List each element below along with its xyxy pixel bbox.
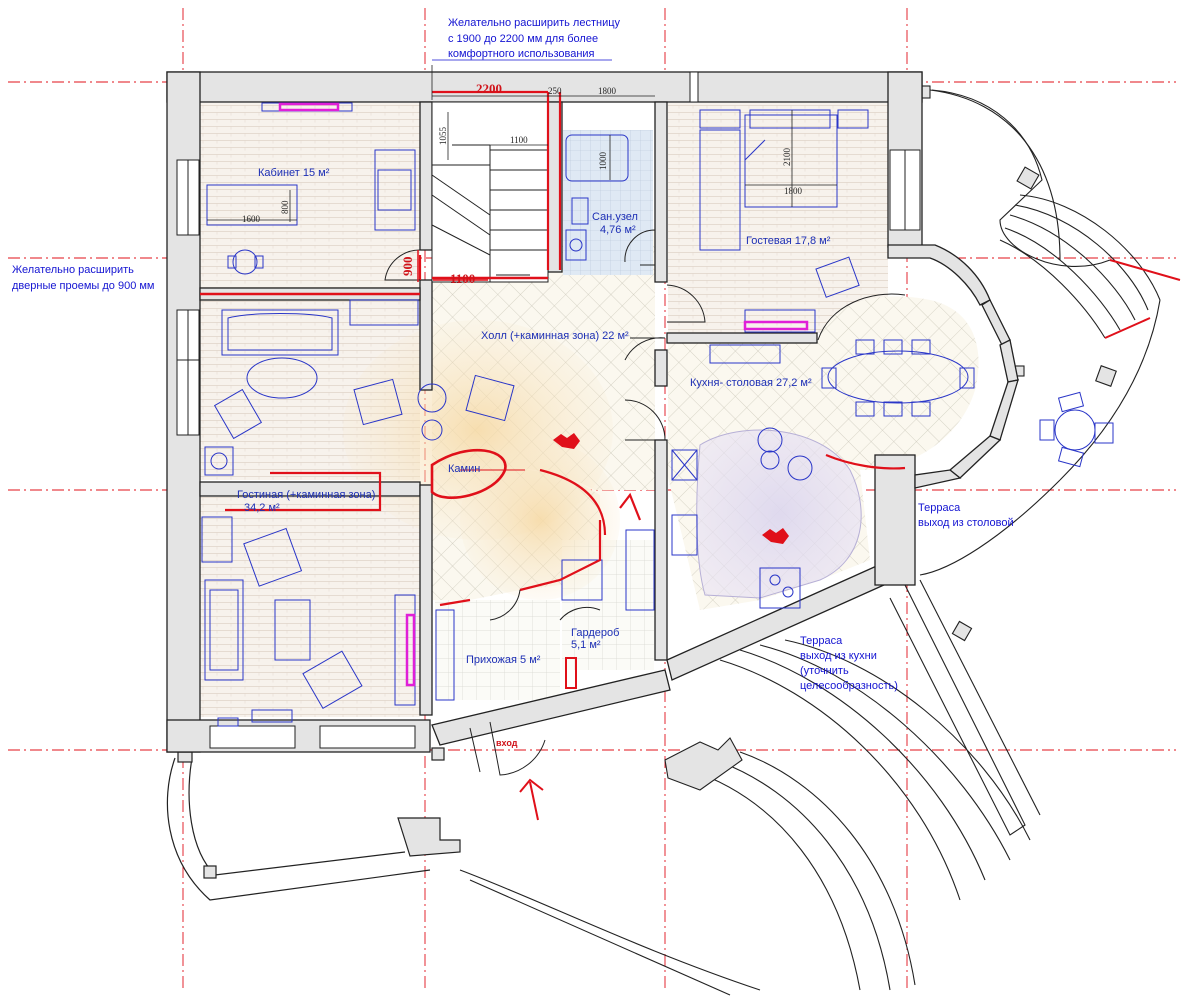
note-terrace-kitchen-2: выход из кухни — [800, 650, 877, 662]
red-changes — [200, 90, 906, 689]
left-porch — [166, 747, 461, 901]
room-label-wardrobe-2: 5,1 м² — [571, 639, 601, 651]
room-labels: Кабинет 15 м² Сан.узел 4,76 м² Гостевая … — [237, 167, 831, 748]
dim-stair-width: 2200 — [476, 81, 502, 96]
dimension-lines — [207, 59, 837, 282]
note-terrace-dining-1: Терраса — [918, 502, 961, 514]
room-label-hall: Холл (+каминная зона) 22 м² — [481, 330, 629, 342]
note-terrace-dining-2: выход из столовой — [918, 517, 1014, 529]
room-label-wardrobe-1: Гардероб — [571, 627, 619, 639]
room-label-kitchen: Кухня- столовая 27,2 м² — [690, 377, 812, 389]
fireplace-icons — [553, 433, 789, 544]
dim-door-900: 900 — [400, 257, 415, 277]
dim-1055: 1055 — [438, 127, 448, 146]
room-label-entry-hall: Прихожая 5 м² — [466, 654, 541, 666]
terrace-table — [1039, 391, 1114, 468]
dimension-labels: 2200 250 1800 1055 1100 1000 1800 2100 1… — [242, 81, 803, 286]
note-terrace-kitchen-1: Терраса — [800, 635, 843, 647]
left-windows — [176, 71, 921, 749]
room-label-fireplace: Камин — [448, 463, 480, 475]
note-doors-1: Желательно расширить — [12, 264, 134, 276]
radiators — [278, 102, 809, 687]
staircase — [431, 101, 549, 283]
dim-desk-width: 1600 — [242, 214, 261, 224]
note-doors-2: дверные проемы до 900 мм — [12, 280, 155, 292]
dim-1800-top: 1800 — [598, 86, 617, 96]
room-label-living-2: 34,2 м² — [244, 502, 280, 514]
right-terrace — [919, 85, 1181, 576]
note-terrace-kitchen-3: (уточнить — [800, 665, 849, 677]
room-label-living-1: Гостиная (+каминная зона) — [237, 489, 375, 501]
doors — [384, 229, 706, 776]
dim-1000: 1000 — [598, 152, 608, 171]
dim-1100-stair: 1100 — [510, 135, 528, 145]
room-label-bath-2: 4,76 м² — [600, 224, 636, 236]
note-stair-3: комфортного использования — [448, 48, 595, 60]
note-stair-2: с 1900 до 2200 мм для более — [448, 33, 598, 45]
room-label-office: Кабинет 15 м² — [258, 167, 330, 179]
note-stair-1: Желательно расширить лестницу — [448, 17, 621, 29]
dim-250: 250 — [548, 86, 562, 96]
dim-bed-width: 1800 — [784, 186, 803, 196]
annotation-notes: Желательно расширить лестницу с 1900 до … — [12, 17, 1014, 692]
note-terrace-kitchen-4: целесообразность) — [800, 680, 898, 692]
dim-door-1100: 1100 — [450, 271, 475, 286]
room-label-bath-1: Сан.узел — [592, 211, 638, 223]
entrance-label: вход — [496, 738, 518, 748]
room-label-guest: Гостевая 17,8 м² — [746, 235, 831, 247]
dim-desk-depth: 800 — [280, 200, 290, 214]
entry-arrow — [519, 778, 544, 821]
dim-bed-length: 2100 — [782, 148, 792, 167]
hall-glow-2 — [460, 440, 620, 600]
entrance-steps — [459, 579, 1041, 996]
